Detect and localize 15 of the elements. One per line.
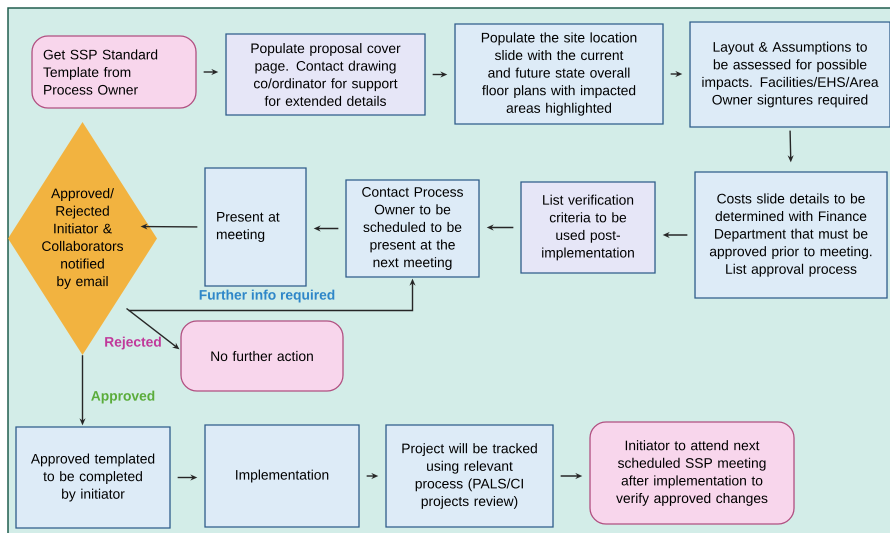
process-box: Implementation (204, 424, 360, 528)
process-box: Present at meeting (204, 167, 307, 287)
process-box: Approved templated to be completed by initiator (15, 426, 171, 529)
end-box: No further action (180, 320, 344, 392)
start-box: Get SSP Standard Template from Process Owner (31, 35, 197, 109)
process-box: Contact Process Owner to be scheduled to be present at the next meeting (345, 179, 480, 278)
process-box: Populate the site location slide with the current and future state overall floor plans with impacted areas highlighted (454, 23, 664, 125)
process-box: Costs slide details to be determined with Finance Department that must be approved prior to meeting. List approval process (694, 171, 888, 299)
edge-label: Further info required (200, 290, 334, 302)
end-box: Initiator to attend next scheduled SSP meeting after implementation to verify approved changes (589, 421, 795, 525)
process-box: Project will be tracked using relevant process (PALS/CI projects review) (385, 424, 554, 528)
process-box: Populate proposal cover page. Contact drawing co/ordinator for support for extended details (225, 33, 426, 116)
process-box: List verification criteria to be used post-implementation (520, 181, 656, 274)
process-box: Layout & Assumptions to be assessed for possible impacts. Facilities/EHS/Area Owner signtures required (689, 21, 890, 128)
edge-label: Approved (91, 390, 154, 404)
